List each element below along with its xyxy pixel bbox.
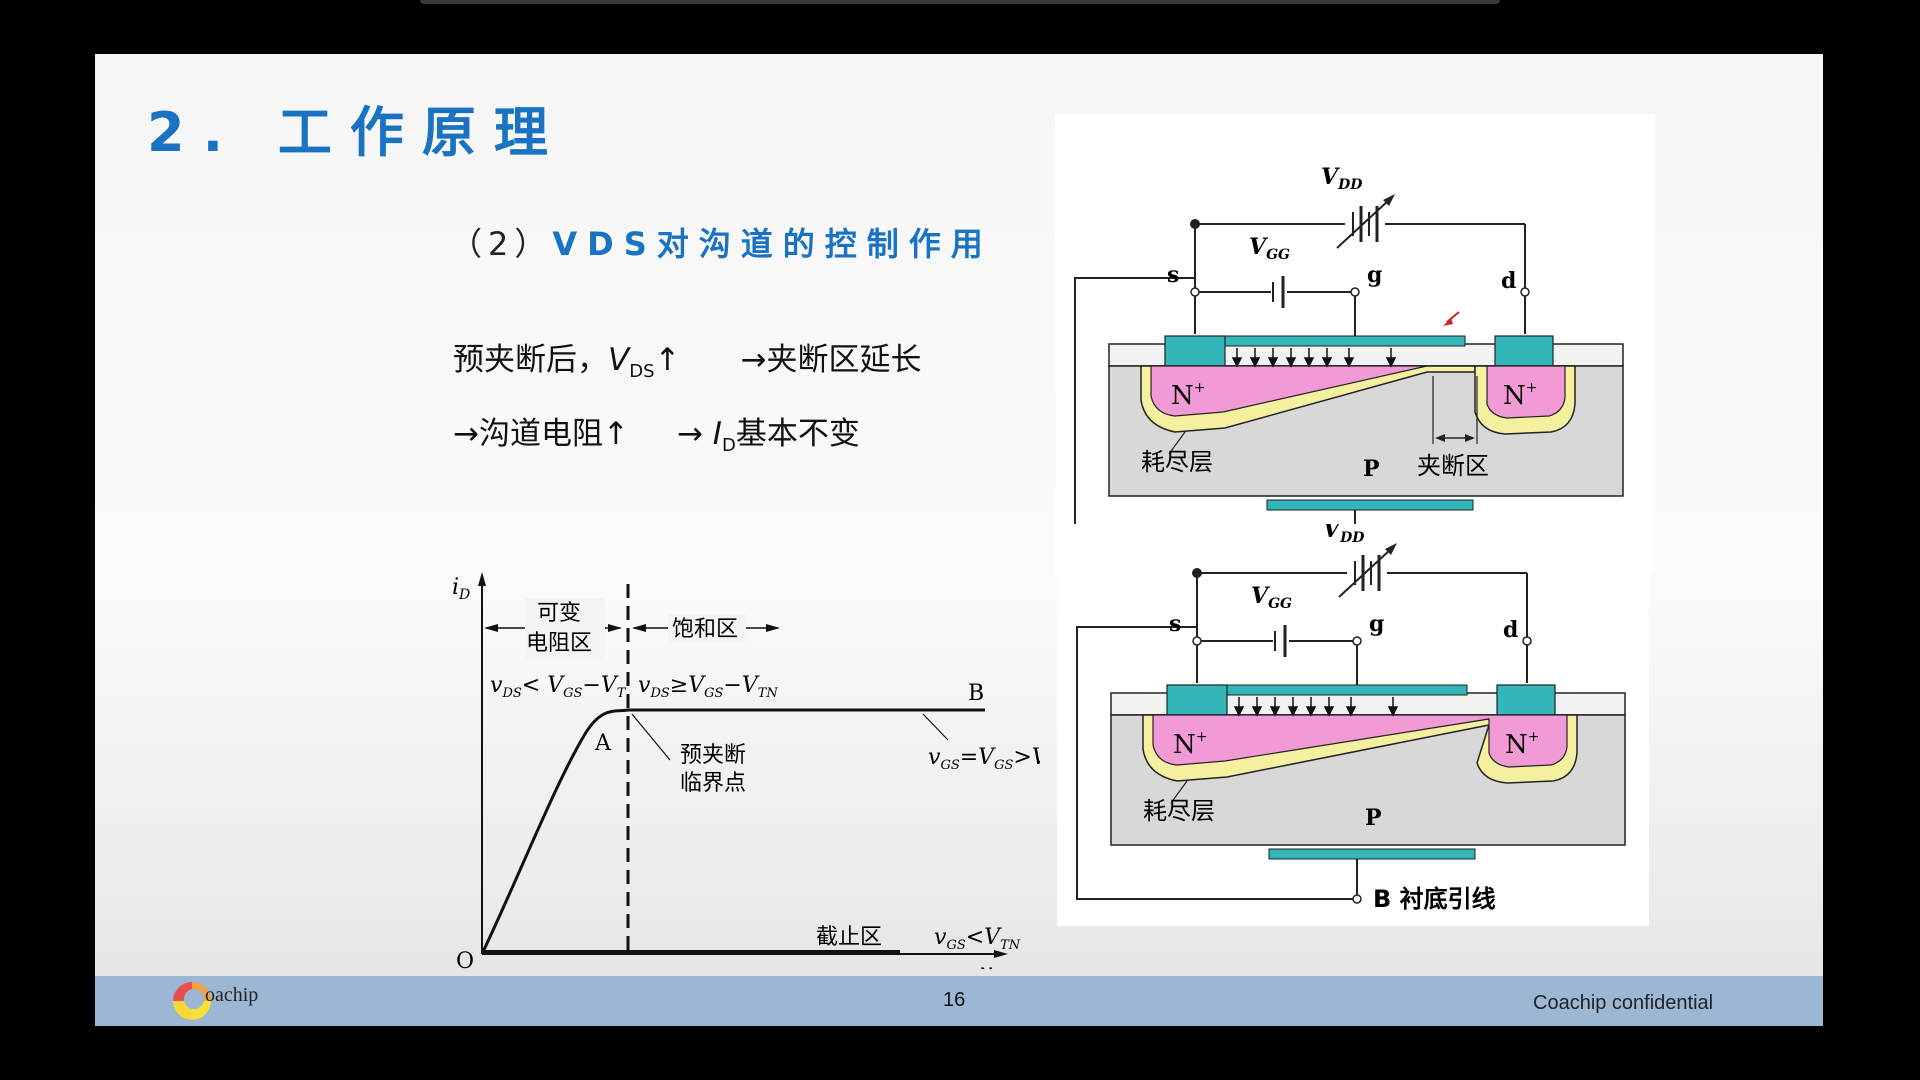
y-axis-arrow: [478, 572, 486, 586]
line2-sub: D: [721, 435, 736, 457]
text-line-2: →沟道电阻↑ → ID基本不变: [453, 408, 860, 456]
logo-text: oachip: [205, 984, 259, 1006]
substrate-label-2: B 衬底引线: [1373, 885, 1496, 913]
origin-label: O: [456, 949, 474, 969]
page-number: 16: [943, 989, 966, 1011]
slide-title: 2. 工作原理: [147, 101, 566, 164]
line2-a: →沟道电阻↑: [453, 416, 629, 452]
mosfet-diagram-prepinch: VDD VGG s g d N+ N+: [1057, 517, 1649, 926]
line1-b: →夹断区延长: [740, 342, 922, 378]
point-b-label: B: [968, 681, 984, 706]
mosfet-svg-1: VDD VGG s g d: [1074, 164, 1624, 564]
drain-label: d: [1501, 268, 1516, 294]
mosfet-svg-2: VDD VGG s g d N+ N+: [1076, 517, 1626, 913]
n-plus-left: N+: [1171, 380, 1205, 411]
drain-label-2: d: [1503, 617, 1518, 643]
coachip-logo-icon: [173, 982, 211, 1020]
pinch-region-label: 夹断区: [1417, 452, 1489, 480]
n-plus-right-2: N+: [1505, 729, 1539, 760]
vdd-label: VDD: [1321, 164, 1363, 193]
cond-right: vDS≥VGS−VTN: [638, 673, 778, 701]
depletion-label: 耗尽层: [1141, 448, 1213, 476]
vdd-label-2: VDD: [1323, 524, 1365, 546]
gate-label: g: [1367, 262, 1382, 288]
cond-left: vDS< VGS−VT: [490, 673, 627, 701]
window-top-bar: [420, 0, 1500, 4]
line2-c: 基本不变: [735, 416, 860, 452]
y-axis-label: iD: [452, 575, 470, 603]
point-a-label: A: [594, 731, 612, 756]
curve-label: vGS=VGS>VTN: [928, 745, 1040, 773]
p-label: P: [1363, 456, 1380, 482]
vgg-label: VGG: [1249, 234, 1290, 263]
slide-subtitle: （2）VDS对沟道的控制作用: [450, 219, 993, 265]
vgg-label-2: VGG: [1251, 583, 1292, 612]
mosfet-diagram-pinched: VDD VGG s g d: [1055, 114, 1655, 574]
region-saturation: 饱和区: [672, 617, 738, 642]
cutoff-label: vGS<VTN: [934, 925, 1021, 953]
x-axis-label: vDS: [980, 960, 1013, 969]
region-cutoff: 截止区: [816, 925, 882, 950]
slide: 2. 工作原理 （2）VDS对沟道的控制作用 预夹断后，VDS↑ →夹断区延长 →…: [95, 54, 1823, 1026]
subtitle-prefix: （2）: [450, 225, 553, 263]
line1-arrow: ↑: [654, 342, 681, 378]
n-plus-right: N+: [1503, 380, 1537, 411]
gate-label-2: g: [1369, 611, 1384, 637]
saturation-curve: [480, 708, 985, 955]
n-plus-left-2: N+: [1173, 729, 1207, 760]
source-label: s: [1167, 262, 1179, 288]
pinch-label-2: 临界点: [680, 771, 746, 796]
footer-bar: [95, 976, 1823, 1026]
line2-b: →: [676, 416, 713, 452]
line2-i: I: [712, 416, 722, 452]
subtitle-main: VDS对沟道的控制作用: [552, 225, 993, 263]
region-variable-1: 可变: [537, 601, 581, 626]
confidential-text: Coachip confidential: [1533, 992, 1714, 1014]
line1-v: V: [608, 342, 630, 378]
line1-sub: DS: [629, 361, 655, 383]
line1-a: 预夹断后，: [453, 342, 608, 378]
region-variable-2: 电阻区: [526, 631, 592, 656]
p-label-2: P: [1365, 805, 1382, 831]
id-vds-graph: iD vDS O 可变 电阻区 饱和区 vDS< VGS−VT vDS≥VGS−…: [452, 572, 1040, 969]
text-line-1: 预夹断后，VDS↑ →夹断区延长: [453, 334, 921, 382]
pinch-label-1: 预夹断: [680, 743, 746, 768]
depletion-label-2: 耗尽层: [1143, 797, 1215, 825]
source-label-2: s: [1169, 611, 1181, 637]
x-axis-arrow: [994, 950, 1008, 958]
